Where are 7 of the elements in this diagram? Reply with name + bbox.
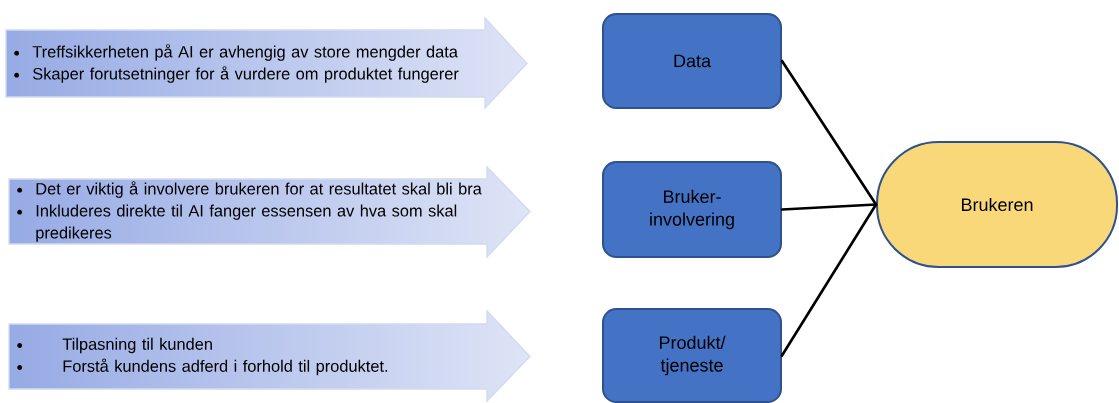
connector-line (780, 59, 878, 206)
rounded-box: Brukeren (876, 141, 1118, 268)
connector-line (780, 203, 878, 357)
process-box: Bruker- involvering (602, 161, 782, 258)
process-box: Produkt/ tjeneste (602, 308, 782, 403)
connector-line (780, 203, 878, 211)
process-box: Data (602, 13, 782, 109)
